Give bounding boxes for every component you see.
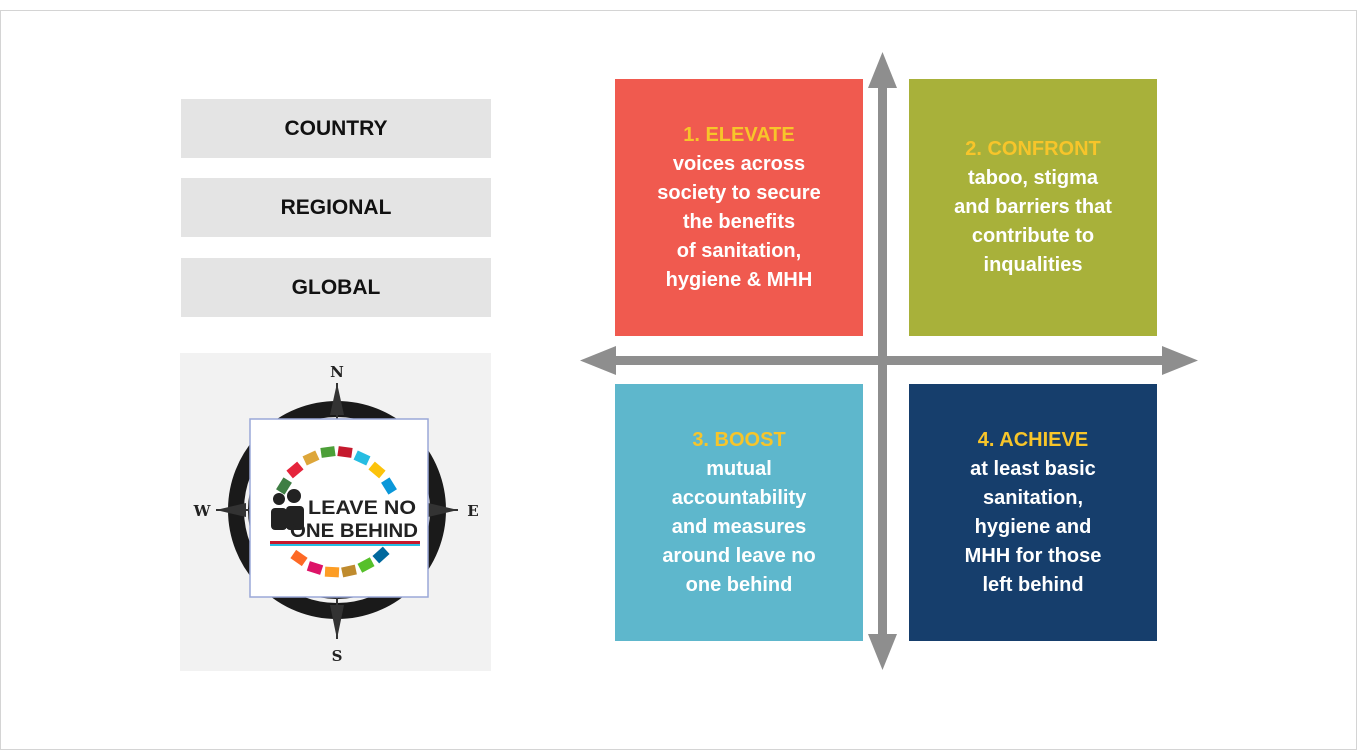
quadrant-boost: 3. BOOST mutual accountability and measu… (615, 384, 863, 641)
people-icon (271, 489, 304, 530)
level-regional: REGIONAL (181, 178, 491, 237)
quadrant-title: 4. ACHIEVE (977, 428, 1089, 451)
quadrant-body: mutual accountability and measures aroun… (662, 457, 816, 596)
quadrant-achieve: 4. ACHIEVE at least basic sanitation, hy… (909, 384, 1157, 641)
logo-text-line2: ONE BEHIND (290, 521, 418, 542)
compass-south-label: S (332, 647, 343, 665)
compass-icon: N S W E (193, 363, 479, 665)
sdg-wheel-icon (276, 446, 397, 578)
quadrant-body: at least basic sanitation, hygiene and M… (964, 457, 1102, 596)
quadrant-title: 1. ELEVATE (683, 123, 795, 146)
leave-no-one-behind-compass-logo: N S W E (180, 353, 491, 671)
quadrant-title: 2. CONFRONT (965, 138, 1101, 160)
quadrant-confront: 2. CONFRONT taboo, stigma and barriers t… (909, 79, 1157, 336)
quadrant-title: 3. BOOST (692, 428, 786, 451)
level-country: COUNTRY (181, 99, 491, 158)
quadrant-body: voices across society to secure the bene… (657, 152, 821, 291)
compass-north-label: N (330, 363, 344, 381)
quadrant-elevate: 1. ELEVATE voices across society to secu… (615, 79, 863, 336)
level-global: GLOBAL (181, 258, 491, 317)
logo-text-line1: LEAVE NO (308, 498, 416, 519)
compass-west-label: W (193, 502, 212, 520)
quadrant-body: taboo, stigma and barriers that contribu… (954, 167, 1112, 276)
compass-east-label: E (467, 502, 478, 520)
